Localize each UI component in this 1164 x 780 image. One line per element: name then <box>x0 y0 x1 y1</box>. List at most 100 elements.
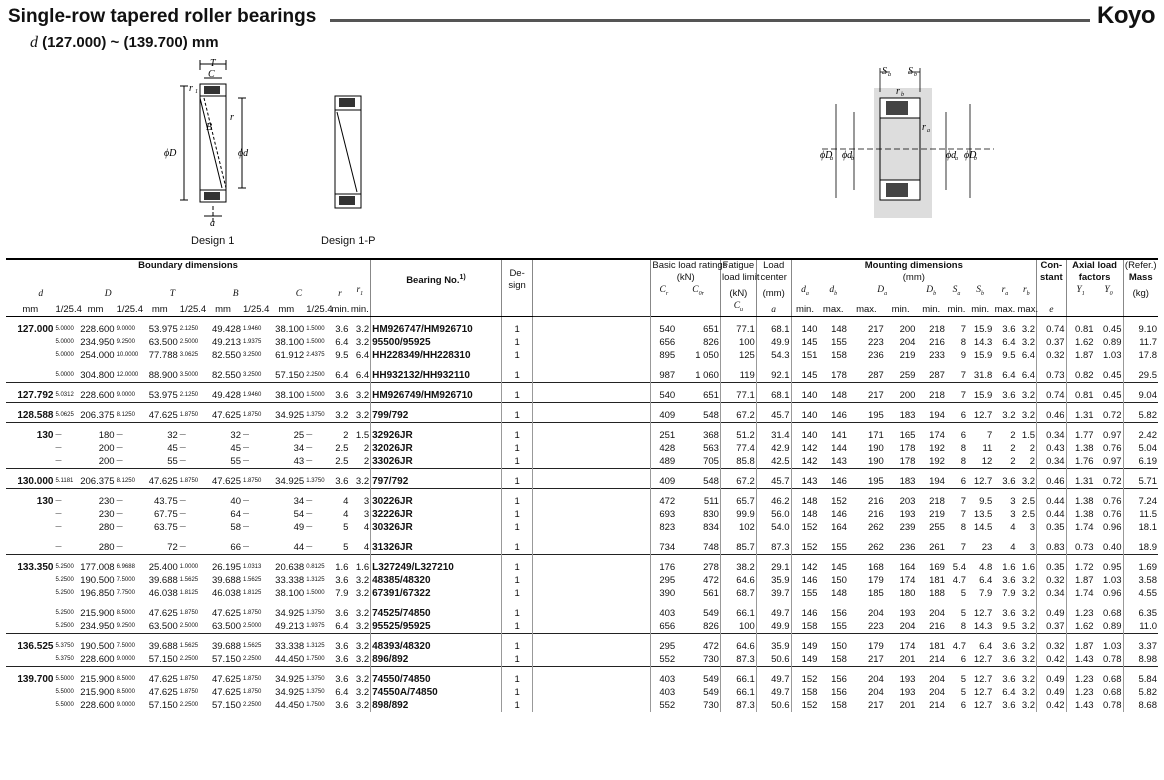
table-cell: 1.87 <box>1075 349 1094 361</box>
table-cell: 0.49 <box>1036 665 1067 686</box>
table-cell: 9.5 <box>967 487 994 508</box>
table-cell: 1 <box>501 685 534 699</box>
table-cell: 7.7500 <box>116 589 135 596</box>
table-cell: 3.6 <box>1002 699 1016 711</box>
table-cell: 92.1 <box>756 361 792 383</box>
table-cell: 1.69 <box>1123 553 1158 574</box>
table-cell: 180 <box>75 421 116 442</box>
table-cell: 145 <box>818 553 848 574</box>
table-cell: 1.62 <box>1075 336 1094 348</box>
table-cell: 1.38 <box>1075 508 1094 520</box>
table-cell: 0.78 <box>1094 698 1124 712</box>
table-cell <box>6 508 54 521</box>
table-cell: 39.688 <box>148 574 178 586</box>
table-cell: 2.5 <box>1016 507 1038 521</box>
hdr-basic-load: Basic load ratings <box>650 258 728 272</box>
table-cell: 204 <box>867 607 884 619</box>
table-cell: 548 <box>676 467 721 489</box>
table-cell: 178 <box>831 369 847 381</box>
table-cell: 287 <box>867 369 884 381</box>
table-cell: 0.89 <box>1094 619 1124 634</box>
bearing-number: 896/892 <box>370 652 502 667</box>
table-cell: 228.600 <box>75 315 116 336</box>
table-cell: 1.87 <box>1066 632 1095 653</box>
table-cell: 1.5 <box>349 421 372 442</box>
table-cell: 47.625 <box>204 665 242 686</box>
table-cell: 3.6 <box>1002 653 1016 665</box>
table-cell: 2.5 <box>335 442 349 454</box>
table-cell: 183 <box>884 467 917 489</box>
table-cell: — <box>179 543 186 550</box>
table-cell: — <box>178 487 205 508</box>
table-cell: 8.1250 <box>115 401 141 423</box>
table-cell: 390 <box>659 587 676 599</box>
table-cell: 3 <box>349 507 372 521</box>
table-cell: 57.150 <box>211 653 241 665</box>
table-cell: 561 <box>676 586 721 600</box>
table-cell: 0.45 <box>1094 361 1124 383</box>
table-cell: 8.98 <box>1138 653 1158 665</box>
table-cell: 3.6 <box>330 632 350 653</box>
table-cell: 200 <box>98 455 115 467</box>
table-cell: 61.912 <box>275 349 305 361</box>
mnt-da-sub: a <box>955 156 958 162</box>
table-cell: 49.213 <box>211 336 241 348</box>
table-cell: 11.5 <box>1139 508 1157 520</box>
table-cell: 1 <box>501 348 534 362</box>
table-cell: 47.625 <box>140 467 179 489</box>
table-cell: 1 <box>501 401 534 423</box>
bearing-number: 32026JR <box>370 441 502 455</box>
table-cell: 49 <box>293 521 305 533</box>
table-cell: 2.5000 <box>243 622 262 629</box>
table-cell: 3.6 <box>993 632 1017 653</box>
table-cell: 68.7 <box>720 586 757 600</box>
table-cell: 164 <box>831 521 847 533</box>
bearing-number: 48393/48320 <box>370 632 502 653</box>
table-cell: 64.6 <box>720 573 757 587</box>
table-cell: 125 <box>720 348 757 362</box>
table-cell <box>6 362 54 383</box>
table-cell: 216 <box>847 487 885 508</box>
table-cell: 3.6 <box>330 381 350 403</box>
table-cell: 0.34 <box>1036 454 1067 469</box>
table-cell: 44.450 <box>275 653 305 665</box>
table-cell: 218 <box>916 381 946 403</box>
table-cell: 1.6 <box>1016 553 1038 574</box>
brand-logo: Koyo <box>1097 2 1156 29</box>
table-cell: 1.5625 <box>179 576 199 583</box>
table-cell: 218 <box>916 487 946 508</box>
table-cell: 1.8750 <box>179 609 199 616</box>
table-cell: 5 <box>960 607 966 619</box>
table-cell: 8 <box>960 521 966 533</box>
table-cell: 1 <box>501 599 534 620</box>
table-cell: 3.2 <box>1016 573 1038 587</box>
table-cell: 50.6 <box>756 698 792 712</box>
table-cell: 49.7 <box>756 599 792 620</box>
table-cell: 12.0000 <box>116 371 139 378</box>
table-cell: 1.5 <box>1016 421 1038 442</box>
table-cell: 203 <box>884 487 917 508</box>
table-cell: 9.0000 <box>115 315 141 336</box>
table-cell: 130 <box>6 487 55 508</box>
table-cell: 5 <box>343 541 349 553</box>
table-cell: 3.2500 <box>243 371 262 378</box>
table-cell: — <box>55 543 62 550</box>
table-cell: 146 <box>818 401 848 423</box>
table-cell: 1.8750 <box>178 401 205 423</box>
table-cell <box>6 534 54 555</box>
table-cell: 239 <box>899 521 916 533</box>
table-cell: 1.8750 <box>242 401 268 423</box>
table-cell: 1.31 <box>1066 401 1095 423</box>
bearing-number: HH932132/HH932110 <box>370 361 502 383</box>
table-cell: 49.7 <box>756 665 792 686</box>
design1-label: Design 1 <box>191 235 235 247</box>
table-cell: 3.2 <box>349 632 372 653</box>
table-cell: 1.8750 <box>243 609 262 616</box>
table-cell: 7.9 <box>1002 587 1016 599</box>
table-cell: 1.03 <box>1094 573 1124 587</box>
table-cell: 0.97 <box>1094 421 1124 442</box>
table-cell: — <box>243 444 249 451</box>
table-cell: 262 <box>867 541 884 553</box>
